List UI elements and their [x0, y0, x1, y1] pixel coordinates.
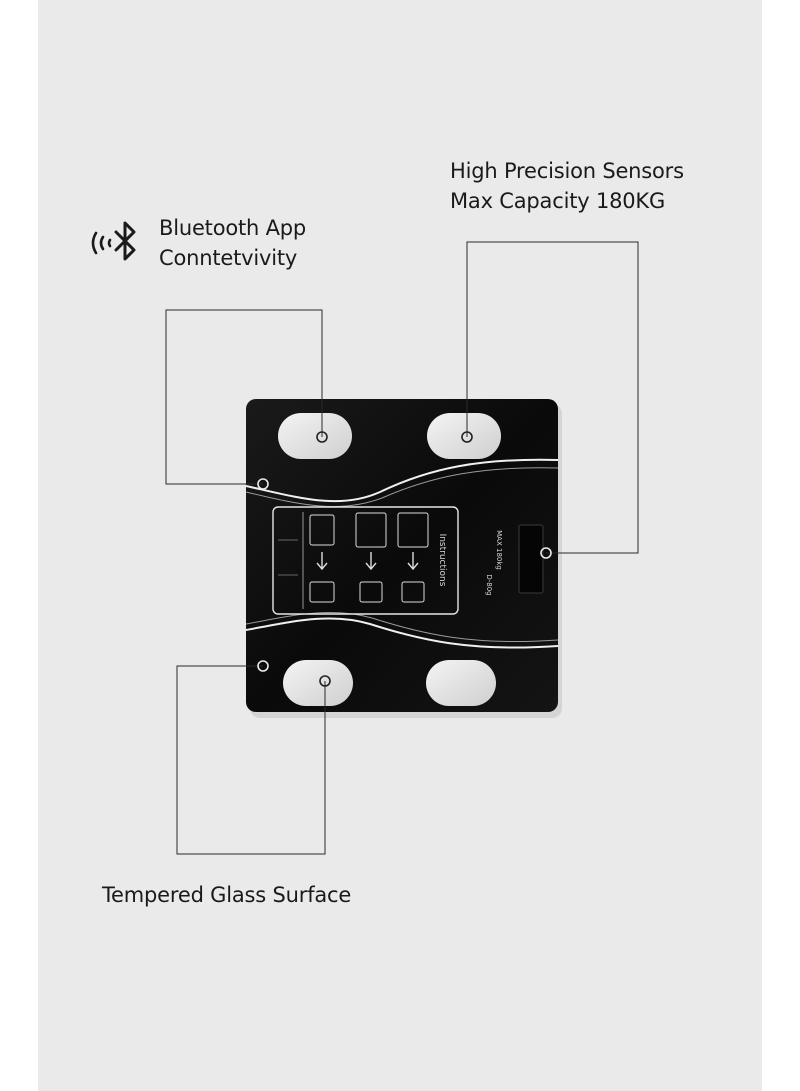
bluetooth-line-2: Conntetvivity — [159, 246, 298, 270]
lower-wave-line-2 — [245, 611, 559, 643]
upper-wave-line-2 — [245, 467, 559, 507]
electrode-bottom-left — [283, 660, 353, 706]
marker-electrode-top-left — [316, 431, 328, 443]
electrode-bottom-right — [426, 660, 496, 706]
glass-line-1: Tempered Glass Surface — [102, 883, 352, 907]
scale-display — [518, 524, 544, 594]
leader-markers — [257, 431, 552, 687]
display-text-model: D-80g — [485, 574, 493, 595]
sensors-line-2: Max Capacity 180KG — [450, 189, 666, 213]
marker-electrode-bottom-left — [319, 675, 331, 687]
display-text-max: MAX 180kg — [495, 530, 503, 570]
sensors-leader-line — [466, 241, 639, 554]
electrode-top-left — [278, 413, 352, 459]
marker-electrode-top-right — [461, 431, 473, 443]
panel-heading-text: Instructions — [437, 534, 447, 587]
marker-glass — [257, 660, 269, 672]
bluetooth-callout-label: Bluetooth App Conntetvivity — [159, 213, 306, 273]
electrode-top-right — [427, 413, 501, 459]
marker-sensors — [540, 547, 552, 559]
bluetooth-line-1: Bluetooth App — [159, 216, 307, 240]
bluetooth-signal-icon — [88, 218, 142, 268]
bluetooth-leader-line — [165, 309, 323, 485]
marker-bluetooth — [257, 478, 269, 490]
glass-callout-label: Tempered Glass Surface — [102, 880, 351, 910]
upper-wave-line — [245, 458, 559, 503]
glass-leader-line — [176, 665, 326, 855]
sensors-callout-label: High Precision Sensors Max Capacity 180K… — [450, 156, 684, 216]
scale-glass-body — [246, 399, 558, 712]
lower-wave-line — [245, 617, 559, 649]
sensors-line-1: High Precision Sensors — [450, 159, 684, 183]
leader-lines — [165, 241, 639, 855]
instruction-panel — [272, 506, 459, 615]
